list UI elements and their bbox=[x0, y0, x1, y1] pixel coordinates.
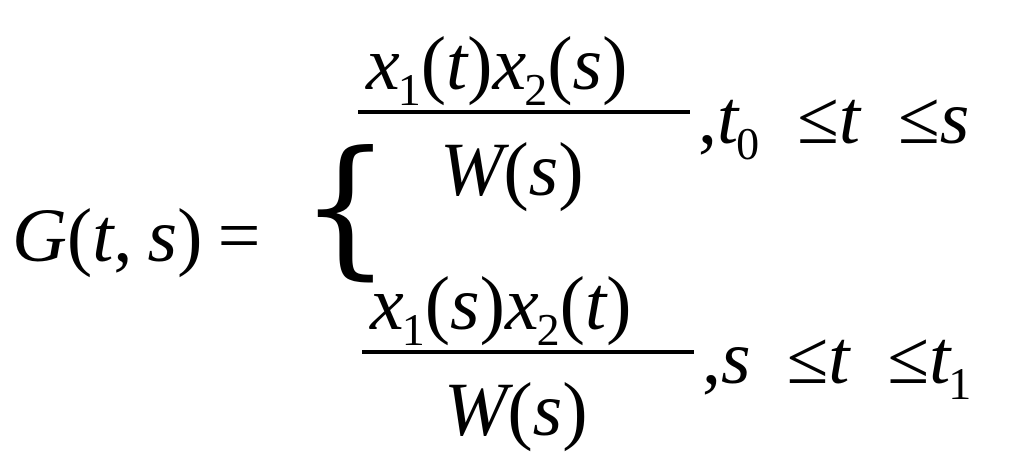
case2-num-x2-arg: t bbox=[584, 262, 607, 346]
case2-den-close: ) bbox=[562, 368, 588, 452]
case2-num-x1-sub: 1 bbox=[401, 304, 425, 355]
case2-numerator: x1(s)x2(t) bbox=[370, 266, 631, 353]
case2-cond-leq1: ≤ bbox=[786, 316, 829, 400]
case2-num-x1-close: ) bbox=[479, 262, 505, 346]
case1-num-x1-open: ( bbox=[420, 22, 447, 106]
case1-num-x1: x bbox=[366, 22, 400, 106]
case2-num-x2: x bbox=[504, 262, 539, 346]
case1-cond-comma: , bbox=[698, 76, 717, 160]
left-curly-brace: { bbox=[300, 120, 391, 294]
case2-cond-var: t bbox=[828, 316, 850, 400]
case1-condition: ,t0 ≤t ≤s bbox=[698, 80, 969, 167]
lhs-function-name: G bbox=[12, 194, 67, 278]
case1-den-arg: s bbox=[528, 128, 559, 212]
case2-num-x2-close: ) bbox=[606, 262, 632, 346]
case2-cond-upper-sub: 1 bbox=[948, 358, 972, 409]
case1-num-x2: x bbox=[492, 22, 527, 106]
case2-cond-comma: , bbox=[702, 316, 721, 400]
case2-num-x2-open: ( bbox=[559, 262, 585, 346]
lhs-comma: , bbox=[113, 194, 133, 278]
case1-den-open: ( bbox=[503, 128, 529, 212]
case2-denominator: W(s) bbox=[444, 372, 588, 448]
case1-num-x2-arg: s bbox=[572, 22, 603, 106]
case1-cond-lower: t bbox=[717, 76, 739, 160]
lhs-open-paren: ( bbox=[66, 194, 93, 278]
equals-sign: = bbox=[217, 194, 261, 278]
equation-lhs: G(t, s) = bbox=[12, 198, 261, 274]
case2-den-w: W bbox=[444, 368, 508, 452]
case1-den-close: ) bbox=[558, 128, 584, 212]
case2-num-x1-open: ( bbox=[424, 262, 451, 346]
lhs-arg-t: t bbox=[92, 194, 114, 278]
case2-cond-leq2: ≤ bbox=[887, 316, 930, 400]
case1-num-x1-close: ) bbox=[467, 22, 493, 106]
case2-num-x1-arg: s bbox=[450, 262, 480, 346]
case1-cond-lower-sub: 0 bbox=[736, 118, 760, 169]
lhs-arg-s: s bbox=[147, 194, 178, 278]
case1-denominator: W(s) bbox=[440, 132, 584, 208]
case1-cond-var: t bbox=[838, 76, 860, 160]
case2-fraction-bar bbox=[362, 350, 694, 354]
case1-num-x2-close: ) bbox=[602, 22, 628, 106]
case2-num-x1: x bbox=[370, 262, 404, 346]
case1-den-w: W bbox=[440, 128, 504, 212]
case2-condition: ,s ≤t ≤t1 bbox=[702, 320, 971, 407]
case1-numerator: x1(t)x2(s) bbox=[366, 26, 627, 113]
case2-den-arg: s bbox=[532, 368, 563, 452]
lhs-close-paren: ) bbox=[177, 194, 203, 278]
case1-num-x1-arg: t bbox=[446, 22, 468, 106]
case1-num-x1-sub: 1 bbox=[397, 64, 421, 115]
case2-num-x2-sub: 2 bbox=[536, 304, 560, 355]
case1-num-x2-sub: 2 bbox=[524, 64, 548, 115]
case1-cond-leq2: ≤ bbox=[897, 76, 940, 160]
case1-cond-leq1: ≤ bbox=[797, 76, 839, 160]
case1-cond-upper: s bbox=[939, 76, 970, 160]
case2-cond-upper: t bbox=[929, 316, 951, 400]
case1-num-x2-open: ( bbox=[547, 22, 573, 106]
case2-den-open: ( bbox=[507, 368, 533, 452]
case1-fraction-bar bbox=[358, 110, 690, 114]
case2-cond-lower: s bbox=[721, 316, 751, 400]
